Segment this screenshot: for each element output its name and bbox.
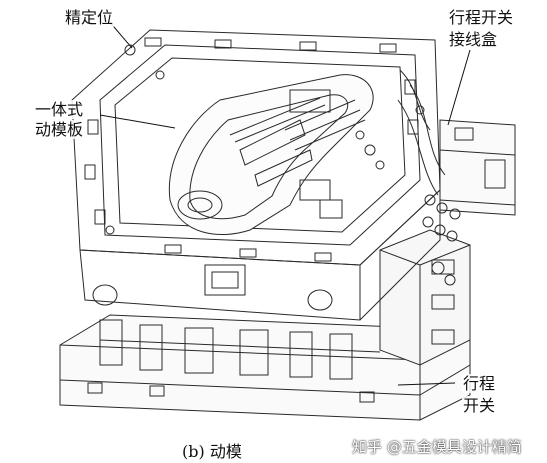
label-limit-switch-line2: 开关	[462, 396, 497, 415]
label-integral-plate-line1: 一体式	[34, 100, 85, 119]
support-pillars	[99, 319, 381, 380]
junction-box-bracket	[439, 119, 516, 216]
label-positioning: 精定位	[64, 8, 115, 27]
label-limit-box-line1: 行程开关	[448, 8, 515, 27]
label-limit-box-line2: 接线盒	[448, 30, 499, 49]
leader-lines	[99, 19, 471, 386]
return-pins	[92, 264, 333, 311]
edge-slots	[84, 37, 419, 262]
watermark: 知乎 @五金模具设计精简	[352, 438, 522, 456]
core-insert	[168, 74, 374, 236]
label-integral-plate-line2: 动模板	[34, 120, 85, 139]
cable-fittings	[397, 69, 461, 286]
side-block	[379, 229, 471, 366]
figure-caption: (b) 动模	[182, 442, 242, 461]
insert-details	[284, 89, 385, 219]
label-limit-switch-line1: 行程	[462, 374, 497, 393]
